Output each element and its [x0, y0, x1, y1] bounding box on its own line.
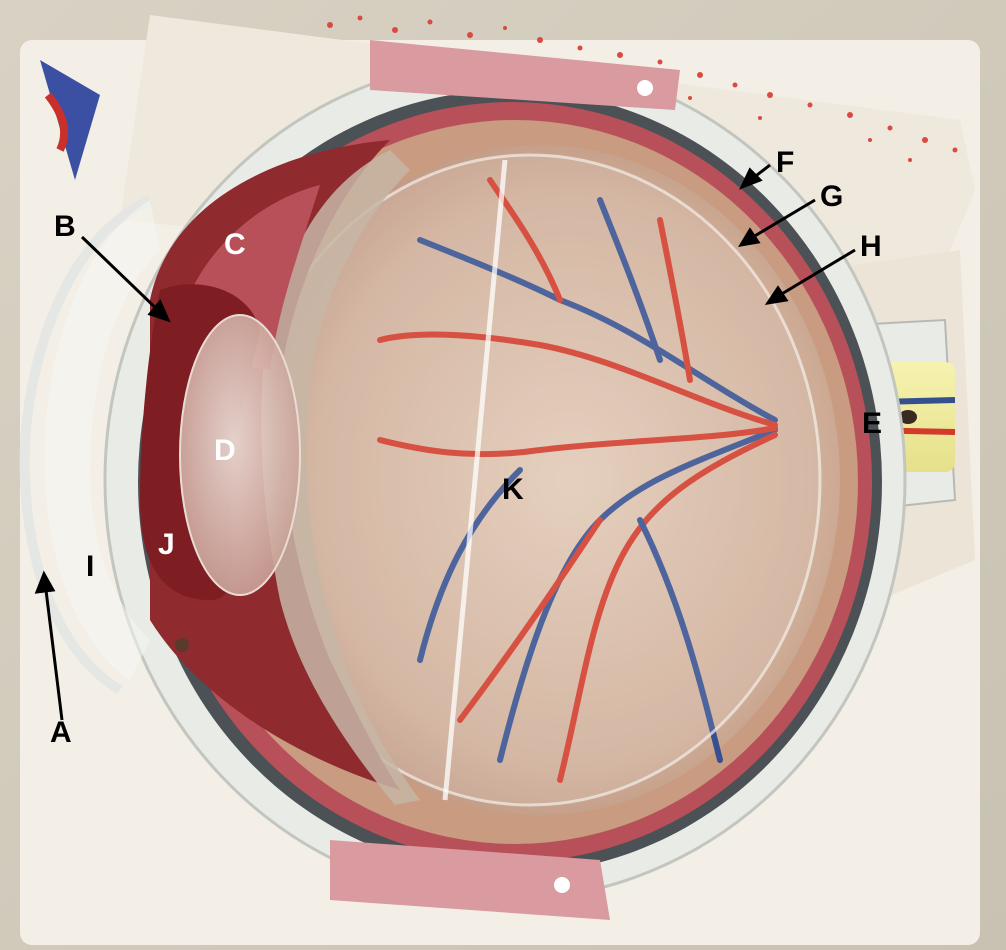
label-J: J — [158, 528, 175, 561]
bottom-tab — [330, 840, 610, 920]
retinal-vessels — [377, 177, 778, 783]
retina-serrated-band — [261, 150, 420, 805]
dome-seam — [442, 159, 508, 801]
label-F: F — [776, 146, 795, 179]
annotation-arrows — [34, 163, 856, 721]
arrow-A — [43, 581, 64, 721]
pin — [175, 638, 189, 652]
label-G: G — [820, 180, 844, 213]
label-C: C — [224, 228, 246, 261]
nerve-pin — [899, 410, 917, 424]
label-D: D — [214, 434, 236, 467]
label-A: A — [50, 716, 72, 749]
arrow-H — [774, 248, 856, 300]
label-I: I — [86, 550, 95, 583]
lens — [179, 314, 301, 596]
logo-mark — [40, 60, 100, 180]
label-E: E — [862, 407, 883, 440]
label-K: K — [502, 473, 524, 506]
cornea — [19, 195, 153, 695]
top-tab — [370, 40, 680, 110]
label-H: H — [860, 230, 882, 263]
arrow-B — [80, 235, 165, 317]
bone-texture — [327, 15, 958, 162]
arrow-G — [747, 198, 816, 242]
label-B: B — [54, 210, 76, 243]
